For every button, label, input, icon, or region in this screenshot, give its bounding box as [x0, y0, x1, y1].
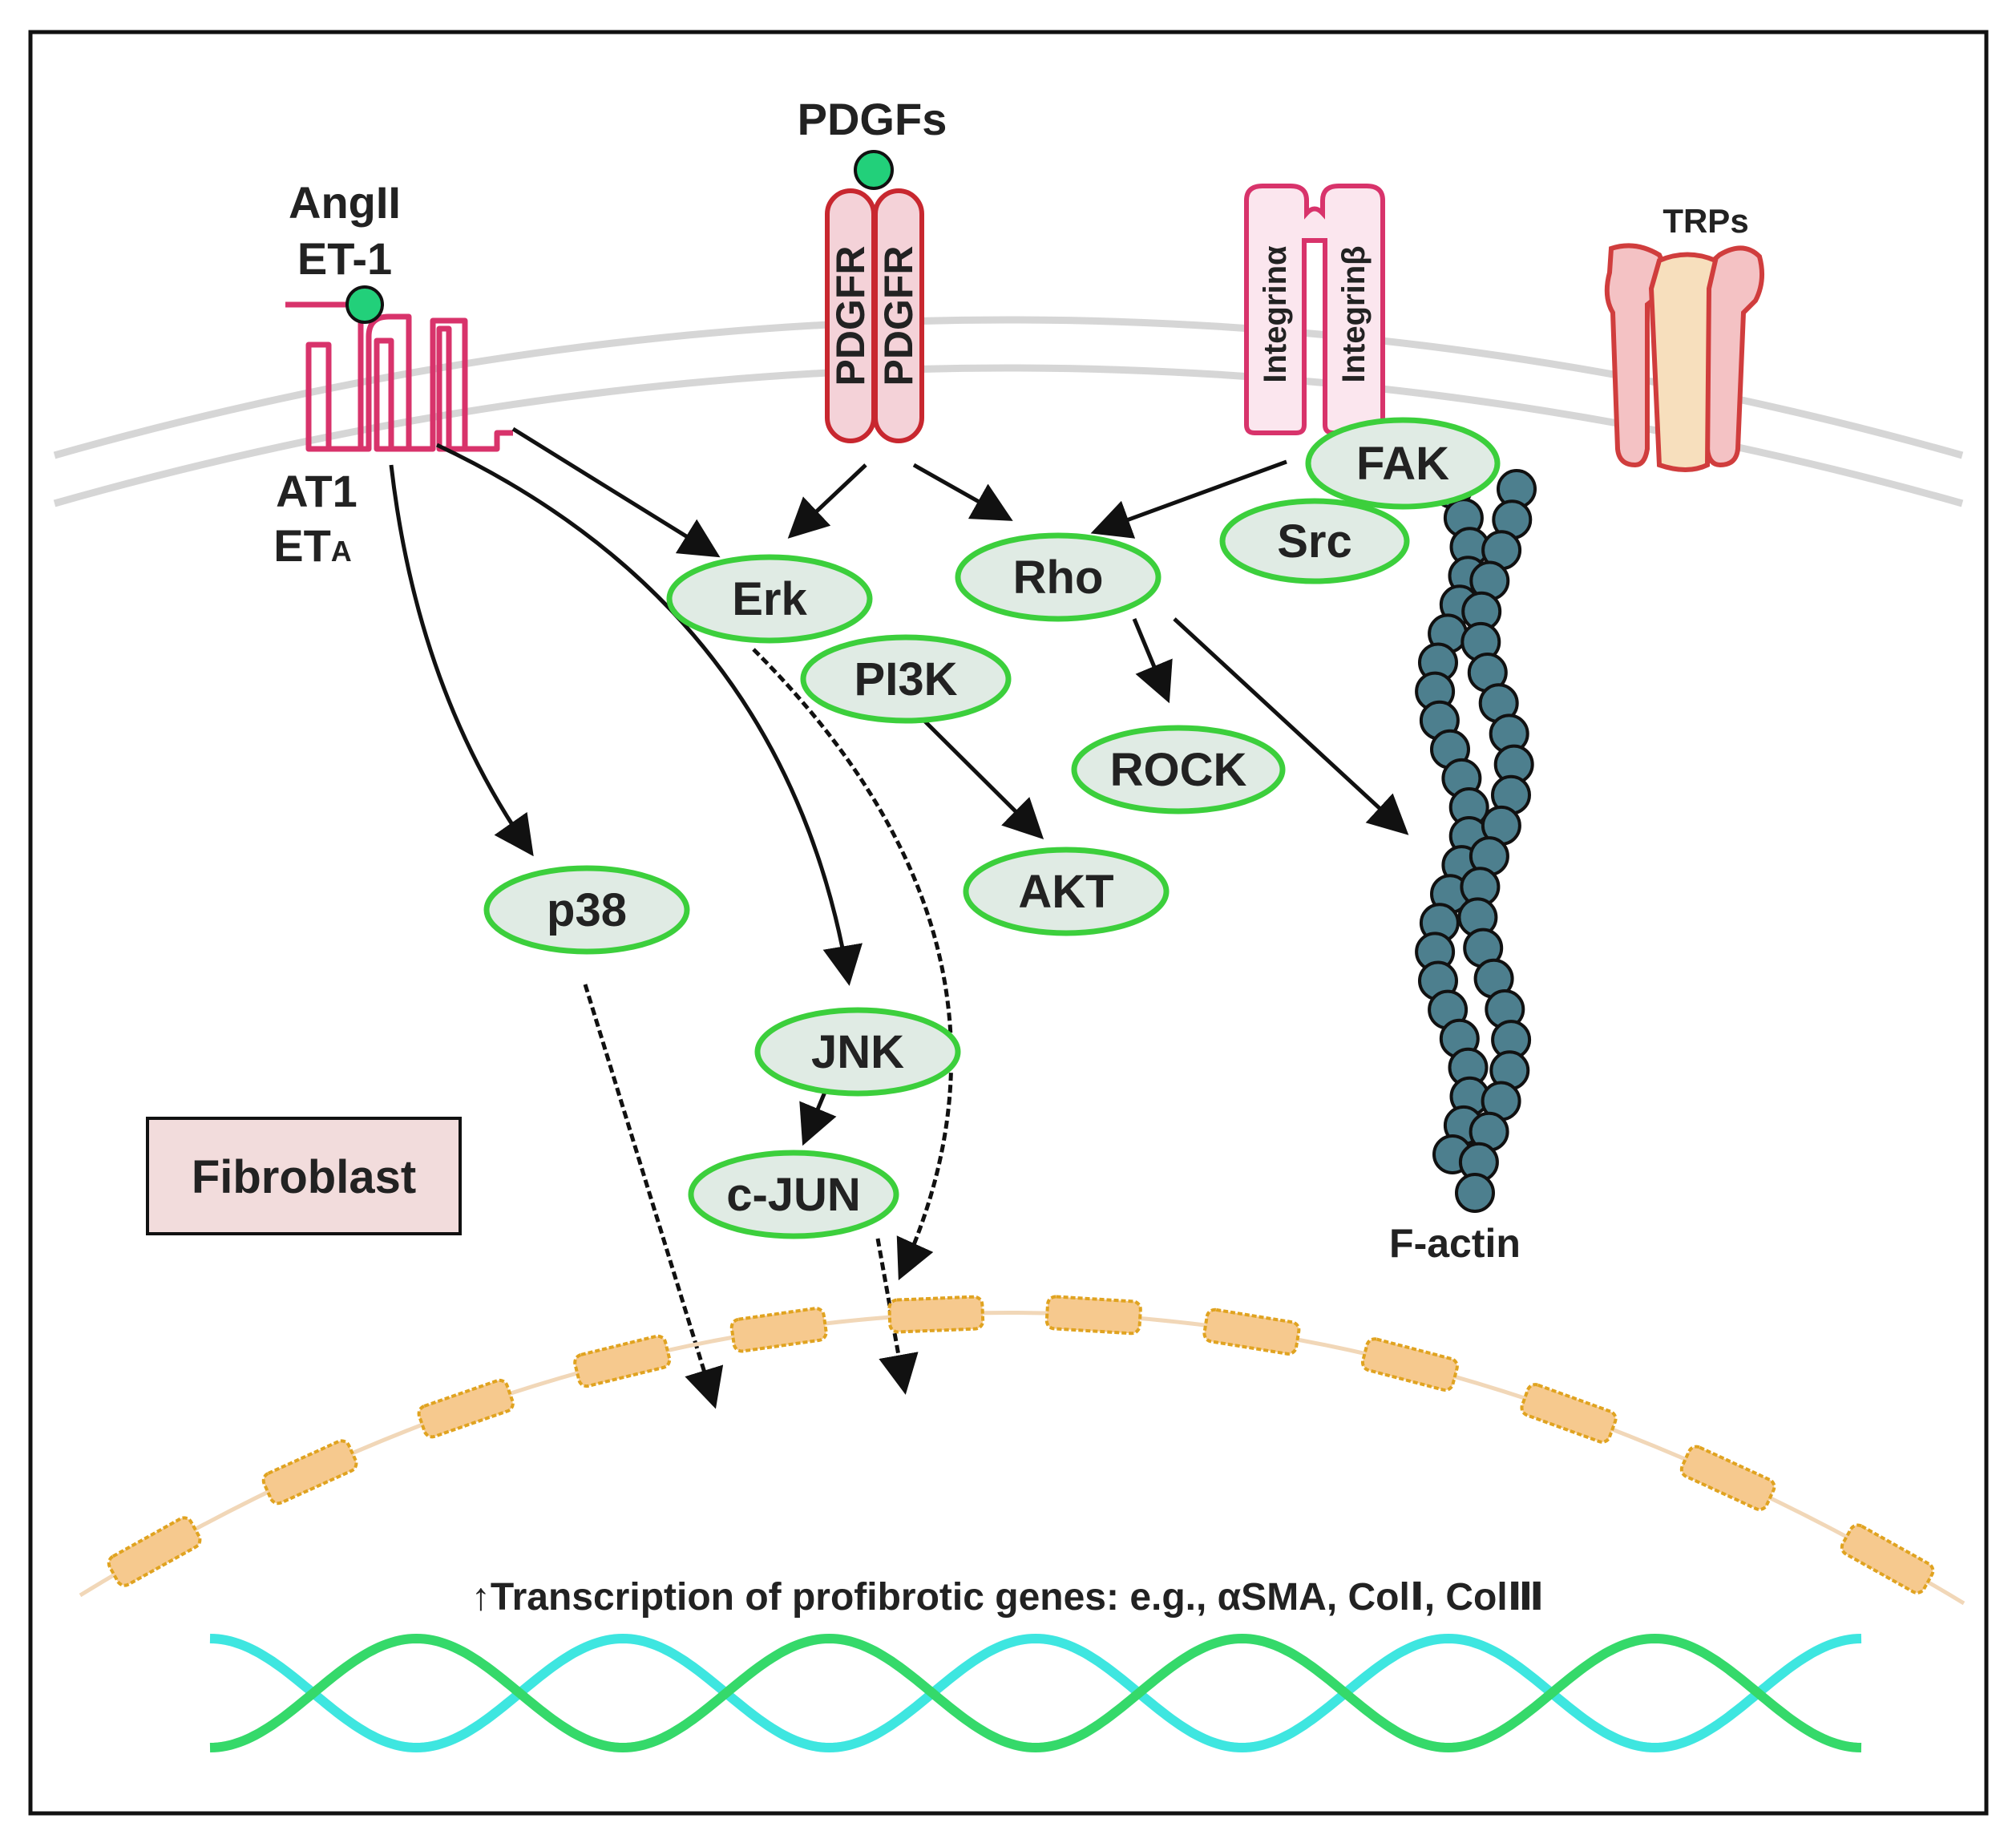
- pdgfr-right-label: PDGFR: [876, 246, 921, 386]
- arrow-gpcr-erk: [511, 426, 721, 558]
- arrow-pdgfr-rho: [912, 463, 1013, 521]
- nuclear-pore: [1044, 1295, 1142, 1336]
- actin-bead: [1455, 1173, 1495, 1213]
- arrow-erk-nucleus: [752, 648, 954, 1281]
- pdgfs-label: PDGFs: [798, 94, 947, 144]
- src-label: Src: [1277, 515, 1352, 568]
- et1-label: ET-1: [297, 233, 392, 284]
- nuclear-pore: [1840, 1523, 1935, 1594]
- p38-label: p38: [547, 884, 627, 936]
- node-pi3k: PI3K: [800, 634, 1012, 724]
- pdgfr-dimer: [825, 188, 924, 443]
- dna-strand-bottom: [209, 1633, 1862, 1753]
- nuclear-pore: [261, 1439, 358, 1506]
- node-erk: Erk: [666, 554, 873, 644]
- pdgfr-left-label: PDGFR: [828, 246, 873, 386]
- dna-helix-icon: [208, 1633, 1863, 1753]
- fak-label: FAK: [1356, 438, 1449, 490]
- rho-label: Rho: [1013, 552, 1104, 604]
- node-src: Src: [1219, 498, 1410, 584]
- at1-label: AT1: [276, 466, 358, 516]
- arrow-gpcr-jnk: [435, 443, 863, 986]
- nuclear-pore: [1360, 1337, 1459, 1392]
- nuclear-pore: [107, 1516, 202, 1587]
- node-cjun: c-JUN: [688, 1150, 899, 1239]
- nuclear-pore: [1520, 1383, 1618, 1444]
- arrow-rho-rock: [1132, 618, 1173, 704]
- akt-label: AKT: [1018, 866, 1113, 918]
- node-rock: ROCK: [1071, 725, 1286, 814]
- fibroblast-label: Fibroblast: [192, 1151, 416, 1203]
- jnk-label: JNK: [811, 1026, 904, 1078]
- angii-ligand-icon: [345, 285, 384, 324]
- nuclear-pores: [107, 1295, 1935, 1594]
- dna-strand-top: [209, 1633, 1862, 1753]
- arrow-rho-factin: [1173, 617, 1409, 835]
- eta-label: ETA: [273, 520, 352, 571]
- arrow-pdgfr-erk: [787, 463, 867, 539]
- pdgf-ligand-icon: [854, 150, 894, 190]
- node-akt: AKT: [963, 847, 1170, 936]
- arrow-fak-rho: [1090, 459, 1287, 539]
- integrin-alpha-label: Integrinα: [1258, 245, 1293, 383]
- eta-subscript: A: [331, 535, 352, 568]
- integrin-beta-label: Integrinβ: [1336, 245, 1372, 382]
- erk-label: Erk: [732, 573, 807, 625]
- nuclear-pore: [1679, 1445, 1776, 1512]
- nuclear-pore: [887, 1295, 985, 1334]
- fibroblast-box: Fibroblast: [146, 1117, 462, 1235]
- pi3k-label: PI3K: [854, 653, 958, 705]
- rock-label: ROCK: [1110, 744, 1247, 796]
- nuclear-pore: [417, 1378, 515, 1439]
- transcription-text: ↑Transcription of profibrotic genes: e.g…: [471, 1576, 1544, 1619]
- arrow-pi3k-akt: [920, 717, 1044, 840]
- trps-label: TRPs: [1662, 202, 1748, 240]
- node-fak: FAK: [1305, 417, 1501, 510]
- arrow-jnk-cjun: [799, 1089, 837, 1146]
- factin-label: F-actin: [1389, 1221, 1521, 1266]
- node-rho: Rho: [955, 532, 1162, 622]
- angii-label: AngII: [289, 177, 401, 228]
- nuclear-envelope: [79, 1311, 1965, 1606]
- trp-channel-icon: [1604, 243, 1765, 472]
- nuclear-pore: [729, 1307, 828, 1353]
- arrow-gpcr-p38: [389, 464, 534, 857]
- cjun-label: c-JUN: [726, 1169, 861, 1221]
- node-p38: p38: [483, 865, 690, 955]
- nuclear-pore: [1202, 1307, 1301, 1356]
- node-jnk: JNK: [754, 1007, 961, 1097]
- integrin-dimer: [1244, 184, 1385, 435]
- gpcr-receptor: [285, 301, 513, 452]
- arrow-p38-nucleus: [583, 984, 724, 1409]
- eta-main: ET: [273, 520, 331, 571]
- nuclear-pore: [573, 1334, 672, 1388]
